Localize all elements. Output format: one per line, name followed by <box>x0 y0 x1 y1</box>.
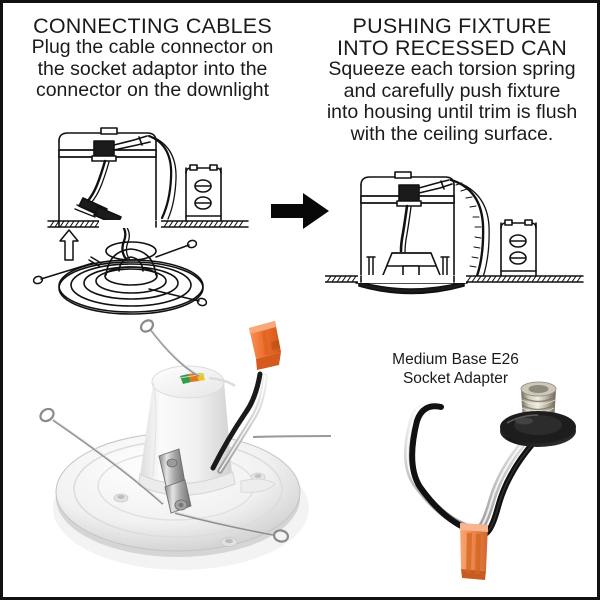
connecting-cables-line-diagram <box>32 127 249 315</box>
pushing-fixture-line-diagram <box>325 171 584 295</box>
right-panel-title: PUSHING FIXTURE INTO RECESSED CAN <box>337 14 567 60</box>
right-arrow-icon <box>271 193 329 229</box>
led-downlight-retrofit-photo <box>39 319 332 570</box>
adapter-caption: Medium Base E26 Socket Adapter <box>392 351 519 387</box>
left-panel-text: CONNECTING CABLES Plug the cable connect… <box>11 15 294 102</box>
left-panel-title: CONNECTING CABLES <box>33 14 272 38</box>
right-panel-body: Squeeze each torsion spring and carefull… <box>326 58 578 145</box>
right-panel-text: PUSHING FIXTURE INTO RECESSED CAN Squeez… <box>308 15 596 145</box>
medium-base-e26-socket-adapter-photo <box>403 381 576 580</box>
left-panel-body: Plug the cable connector on the socket a… <box>31 36 274 101</box>
